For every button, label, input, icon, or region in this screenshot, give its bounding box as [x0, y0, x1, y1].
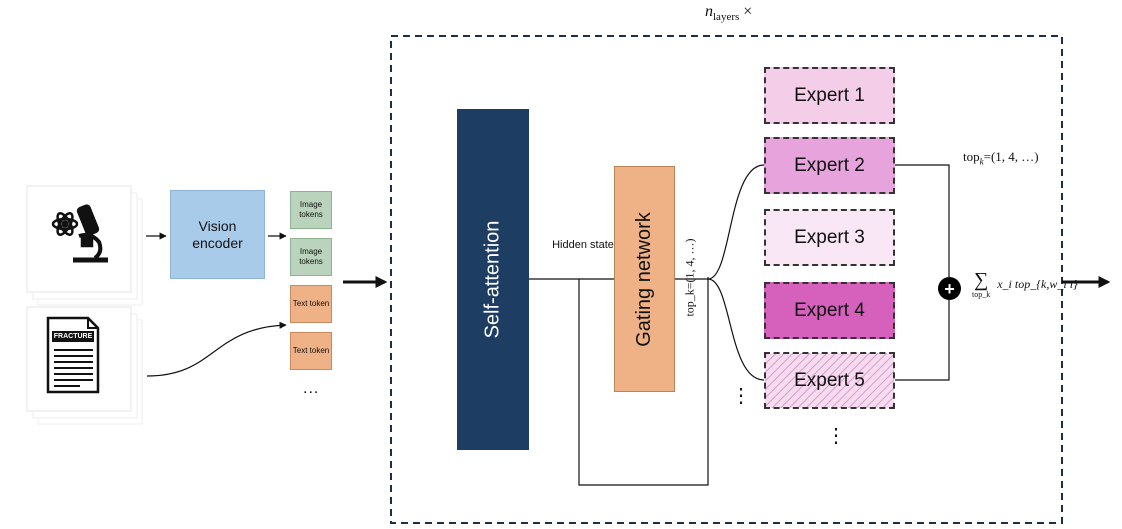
layers-times: × [739, 3, 753, 20]
routing-dots: ⋮ [731, 385, 751, 407]
gating-network-label: Gating network [633, 211, 656, 347]
topk-vertical-label: top_k=(1, 4, …) [680, 232, 700, 322]
image-token-1: Image tokens [290, 191, 332, 229]
plus-glyph: + [944, 278, 955, 299]
sum-symbol: ∑ [973, 269, 989, 291]
self-attention-block: Self-attention [457, 109, 529, 450]
expert-3-label: Expert 3 [794, 226, 865, 248]
expert-1-label: Expert 1 [794, 84, 865, 106]
text-token-1: Text token [290, 285, 332, 323]
sum-formula: ∑ top_k x_i top_{k,w_i i} [972, 270, 1078, 299]
image-token-1-label: Image tokens [299, 200, 323, 219]
vision-encoder-label: Vision encoder [192, 217, 243, 251]
topk-vertical-text: top_k=(1, 4, …) [682, 237, 697, 317]
route-expert-5 [707, 278, 765, 381]
expert-5-hatch [765, 353, 894, 408]
image-token-2-label: Image tokens [299, 247, 323, 266]
topk-right-label: topk=(1, 4, …) [963, 149, 1039, 167]
expert-1: Expert 1 [764, 67, 895, 124]
expert-2-output [895, 164, 950, 277]
document-icon [46, 316, 100, 394]
sum-under: top_k [972, 290, 991, 299]
residual-path [578, 277, 709, 486]
topk-right-rest: =(1, 4, …) [983, 149, 1039, 164]
hidden-state-label: Hidden state [552, 239, 614, 251]
layer-frame [390, 35, 1063, 524]
route-expert-2 [707, 164, 765, 280]
expert-4: Expert 4 [764, 282, 895, 339]
sum-term: x_i top_{k,w_i i} [997, 277, 1078, 291]
vision-encoder: Vision encoder [170, 190, 265, 279]
text-token-2-label: Text token [292, 346, 330, 355]
token-ellipsis: ... [303, 380, 320, 397]
sum-plus-icon: + [938, 277, 961, 300]
arrow-document-to-text-tokens [146, 321, 287, 377]
text-token-2: Text token [290, 332, 332, 370]
topk-right-sub: k [979, 156, 984, 167]
image-token-2: Image tokens [290, 238, 332, 276]
expert-4-label: Expert 4 [794, 299, 865, 321]
gating-network-block: Gating network [614, 166, 675, 392]
expert-5-output [895, 300, 950, 381]
expert-dots: ⋮ [826, 425, 846, 447]
topk-right-main: top [963, 149, 980, 164]
expert-3: Expert 3 [764, 209, 895, 266]
expert-2-label: Expert 2 [794, 154, 865, 176]
microscope-icon [51, 204, 108, 263]
expert-2: Expert 2 [764, 137, 895, 194]
layers-sub: layers [713, 11, 740, 24]
expert-5-label: Expert 5 [794, 369, 865, 391]
layers-label: nlayers × [705, 3, 752, 23]
expert-5: Expert 5 [764, 352, 895, 409]
text-token-1-label: Text token [292, 299, 330, 308]
layers-n: n [705, 3, 713, 20]
self-attention-label: Self-attention [481, 220, 504, 339]
document-icon-caption: FRACTURE [53, 333, 93, 340]
